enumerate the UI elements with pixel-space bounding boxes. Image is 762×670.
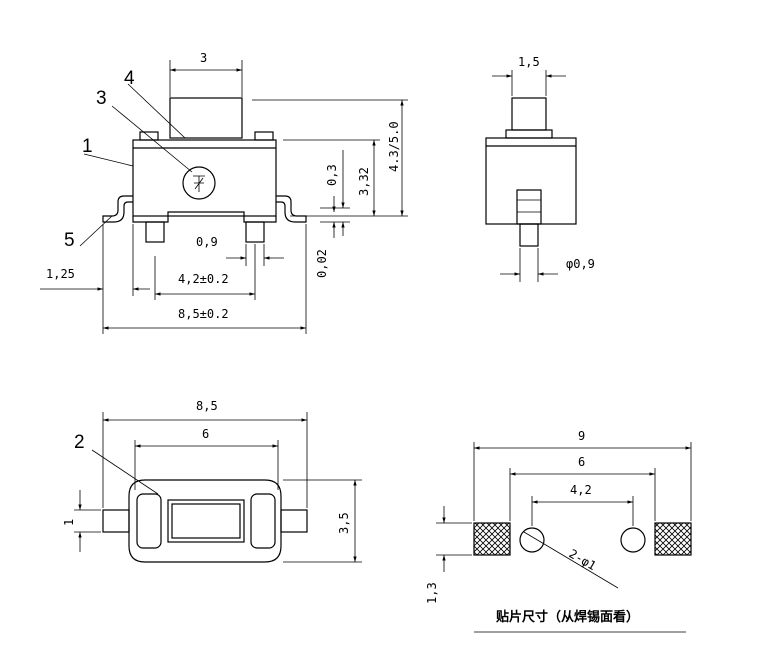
dim-front-h1: 0,3 bbox=[325, 164, 339, 186]
bottom-window-inner bbox=[171, 503, 241, 539]
side-view: 1,5 φ0,9 bbox=[485, 55, 595, 282]
dim-front-overall: 8,5±0.2 bbox=[178, 307, 229, 321]
front-view: 3 4.3/5.0 3,32 0,3 0,02 0,9 4,2±0.2 bbox=[40, 51, 408, 334]
front-pin-right bbox=[245, 221, 265, 243]
dim-pad-inner: 6 bbox=[578, 455, 585, 469]
dim-front-h3: 4.3/5.0 bbox=[387, 121, 401, 172]
callout-2: 2 bbox=[74, 432, 85, 453]
dim-front-pitch: 4,2±0.2 bbox=[178, 272, 229, 286]
pad-right bbox=[654, 522, 692, 556]
bottom-slot-right bbox=[250, 493, 276, 549]
bottom-slot-left bbox=[136, 493, 162, 549]
dim-front-lead: 1,25 bbox=[46, 267, 75, 281]
bottom-window-outer bbox=[167, 499, 245, 543]
side-body bbox=[485, 137, 577, 225]
bottom-body bbox=[128, 479, 282, 563]
dim-front-offset: 0,02 bbox=[315, 249, 329, 278]
bottom-lead-right bbox=[280, 509, 308, 533]
dim-front-h2: 3,32 bbox=[357, 167, 371, 196]
side-collar bbox=[505, 129, 553, 139]
front-body bbox=[132, 139, 277, 217]
dim-pad-hole: 2-φ1 bbox=[567, 546, 599, 573]
side-pin bbox=[519, 223, 539, 247]
callout-3: 3 bbox=[96, 88, 107, 109]
front-tab-left bbox=[139, 131, 159, 141]
pad-hole-left bbox=[519, 527, 545, 553]
dim-side-top: 1,5 bbox=[518, 55, 540, 69]
dim-bottom-inner: 6 bbox=[202, 427, 209, 441]
dim-bottom-height: 3,5 bbox=[337, 512, 351, 534]
front-plunger bbox=[169, 97, 243, 139]
dim-side-pin: φ0,9 bbox=[566, 257, 595, 271]
dim-pad-pitch: 4,2 bbox=[570, 483, 592, 497]
bottom-lead-left bbox=[102, 509, 130, 533]
dim-front-gap: 0,9 bbox=[196, 235, 218, 249]
front-lead-left bbox=[102, 195, 133, 223]
dim-pad-height: 1,3 bbox=[425, 582, 439, 604]
front-tab-right bbox=[254, 131, 274, 141]
callout-5: 5 bbox=[64, 230, 75, 251]
pad-left bbox=[473, 522, 511, 556]
side-pin-housing bbox=[516, 189, 542, 225]
pad-caption: 贴片尺寸（从焊锡面看） bbox=[496, 609, 639, 625]
bottom-view: 8,5 6 1 3,5 2 bbox=[62, 399, 362, 563]
front-marking-circle bbox=[182, 166, 216, 200]
dim-bottom-overall: 8,5 bbox=[196, 399, 218, 413]
callout-4: 4 bbox=[124, 68, 135, 89]
side-plunger bbox=[511, 97, 547, 131]
dim-pad-overall: 9 bbox=[578, 429, 585, 443]
front-marking-symbol bbox=[193, 175, 205, 192]
pad-hole-right bbox=[620, 527, 646, 553]
dim-bottom-lead: 1 bbox=[62, 519, 76, 526]
callout-1: 1 bbox=[82, 136, 93, 157]
pad-layout: 9 6 4,2 2-φ1 1,3 贴片尺寸（从焊锡面看） bbox=[425, 429, 692, 633]
front-pin-left bbox=[145, 221, 165, 243]
dim-front-top-width: 3 bbox=[200, 51, 207, 65]
front-lead-right bbox=[276, 195, 307, 223]
